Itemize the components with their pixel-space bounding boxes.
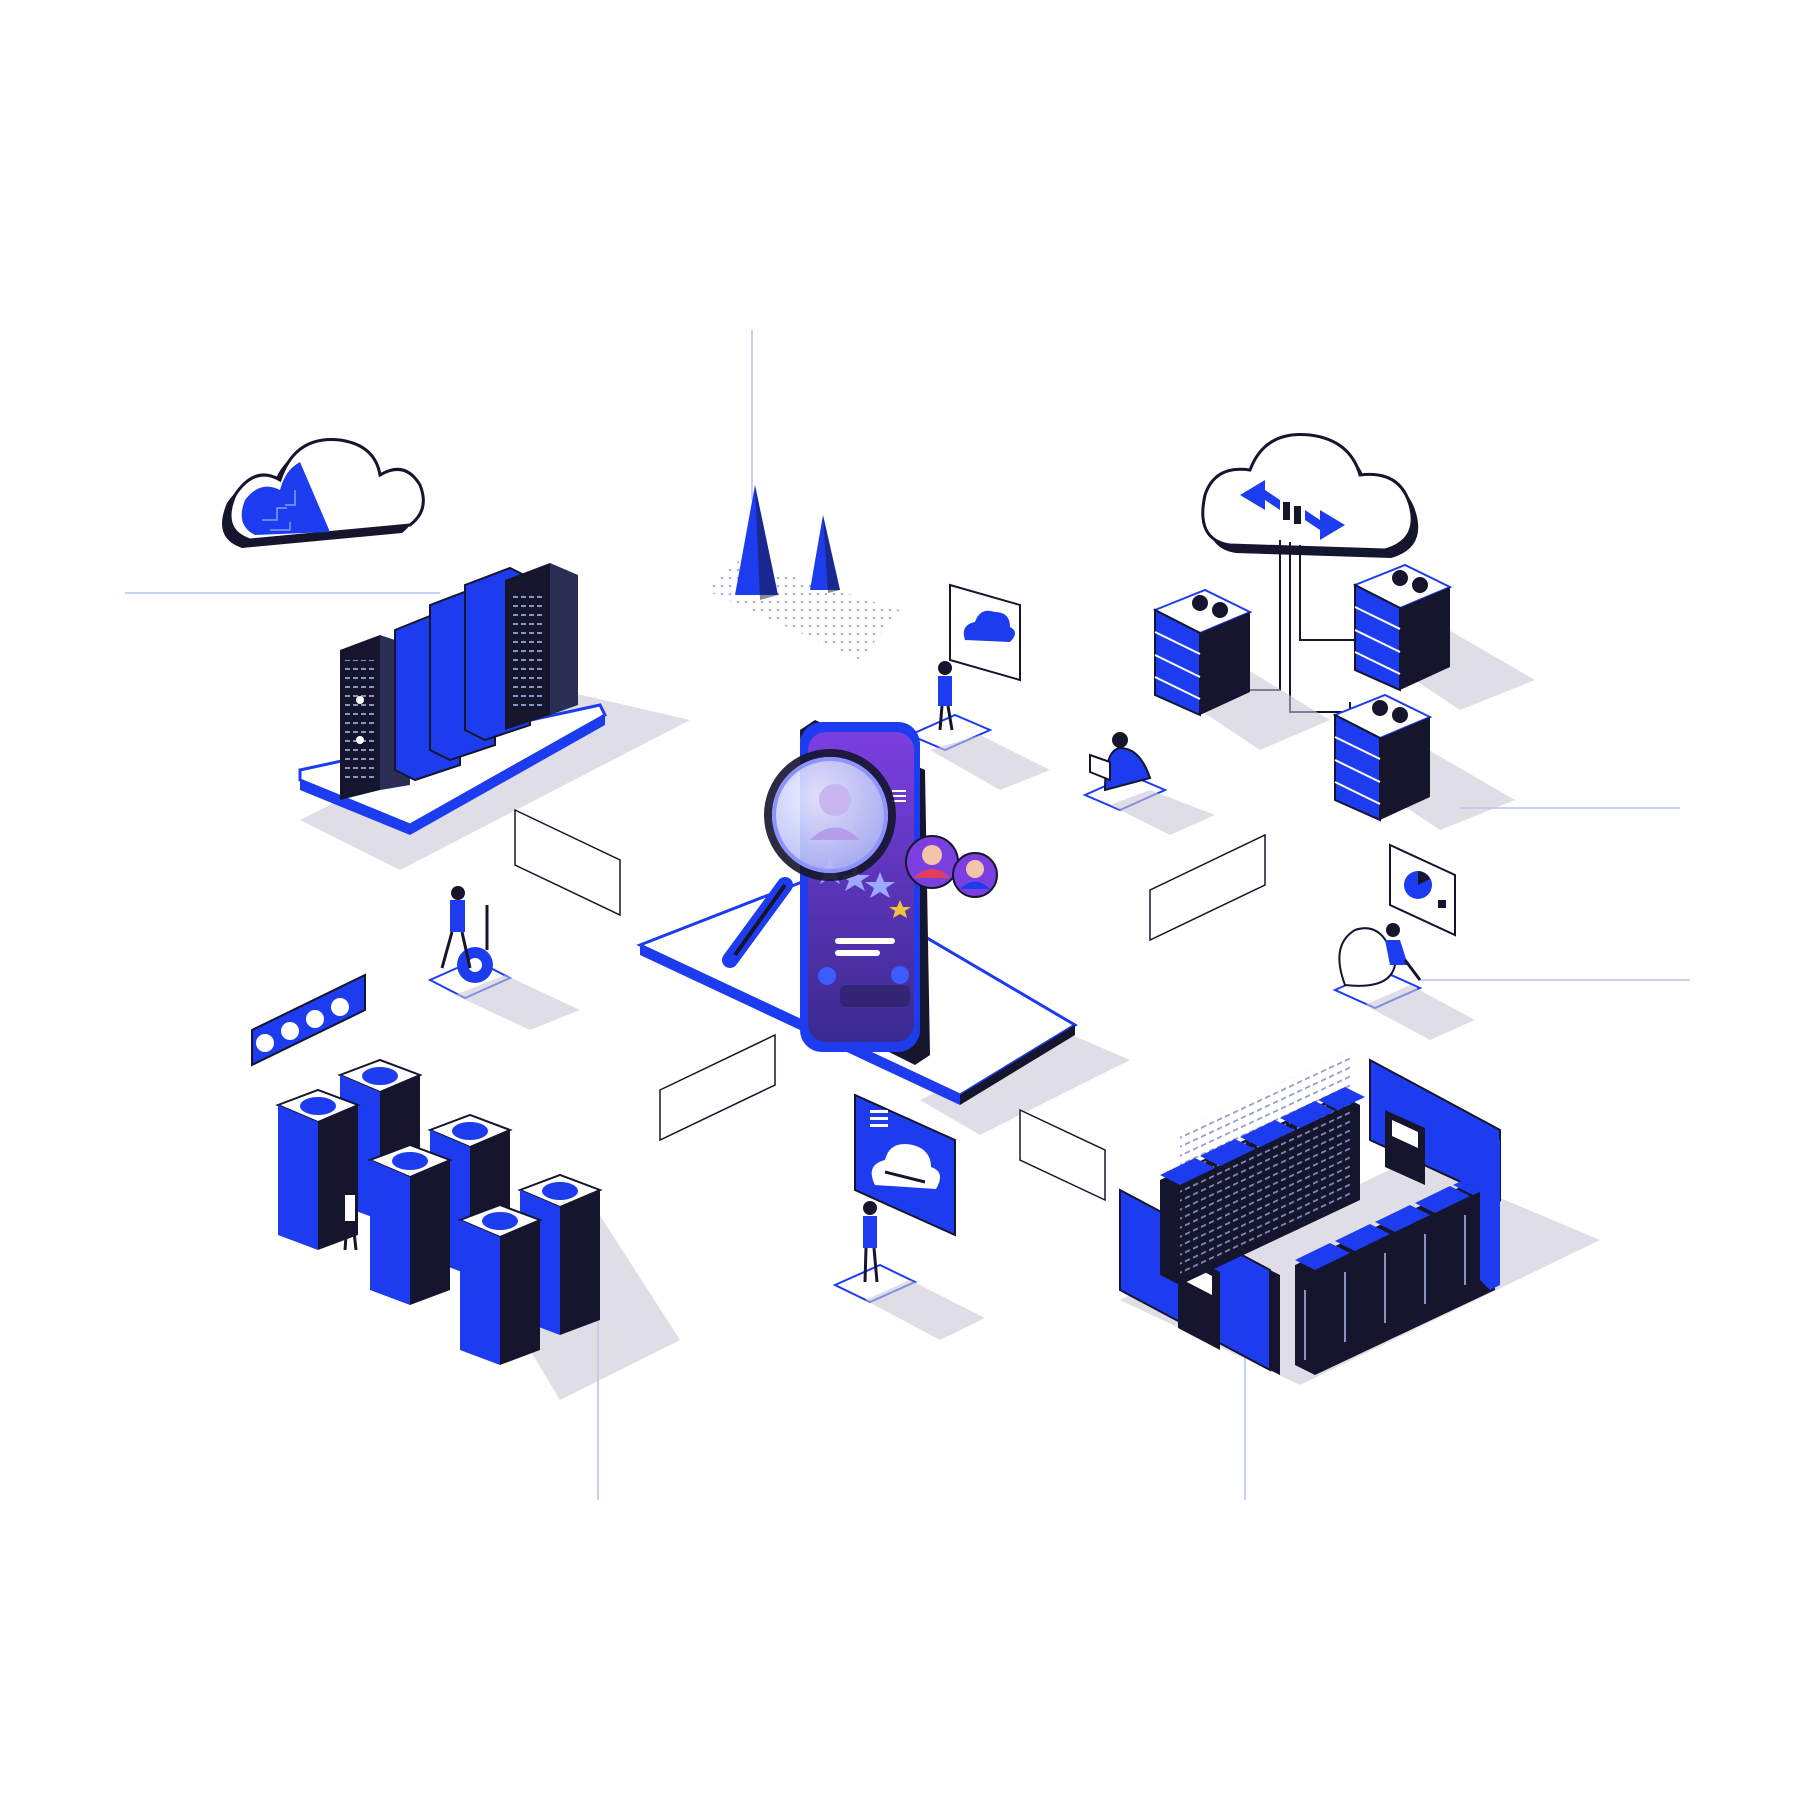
cloud-circuit-icon — [222, 438, 425, 548]
server-stack — [1352, 563, 1535, 710]
pie-chart-card — [1389, 843, 1456, 937]
person-on-beanbag-figure — [1332, 923, 1475, 1040]
server-stack — [1152, 588, 1330, 750]
cloud-transfer-board — [854, 1093, 956, 1237]
glass-panel — [514, 808, 1266, 1202]
avatar-icon — [952, 852, 998, 898]
server-towers-left — [275, 1058, 680, 1400]
server-rack-platform-left — [298, 563, 690, 870]
cone-shapes — [705, 485, 900, 660]
cloud-transfer-icon — [1201, 432, 1419, 713]
technician-figure — [343, 1182, 358, 1251]
server-stack — [1332, 693, 1515, 830]
man-with-laptop-figure — [1082, 732, 1215, 835]
server-tower — [457, 1203, 543, 1365]
fan-strip — [251, 973, 366, 1067]
door-icon — [1385, 1110, 1425, 1185]
woman-figure — [907, 661, 1050, 790]
server-rack-row-back — [1160, 1050, 1365, 1285]
server-rack — [505, 563, 578, 730]
magnifier-icon — [722, 749, 896, 968]
cloud-card — [949, 583, 1021, 682]
data-center-room — [1119, 1050, 1600, 1385]
presenter-figure — [832, 1201, 985, 1340]
server-tower — [367, 1143, 453, 1305]
avatar-icon — [905, 835, 959, 889]
engineer-figure — [427, 886, 580, 1030]
